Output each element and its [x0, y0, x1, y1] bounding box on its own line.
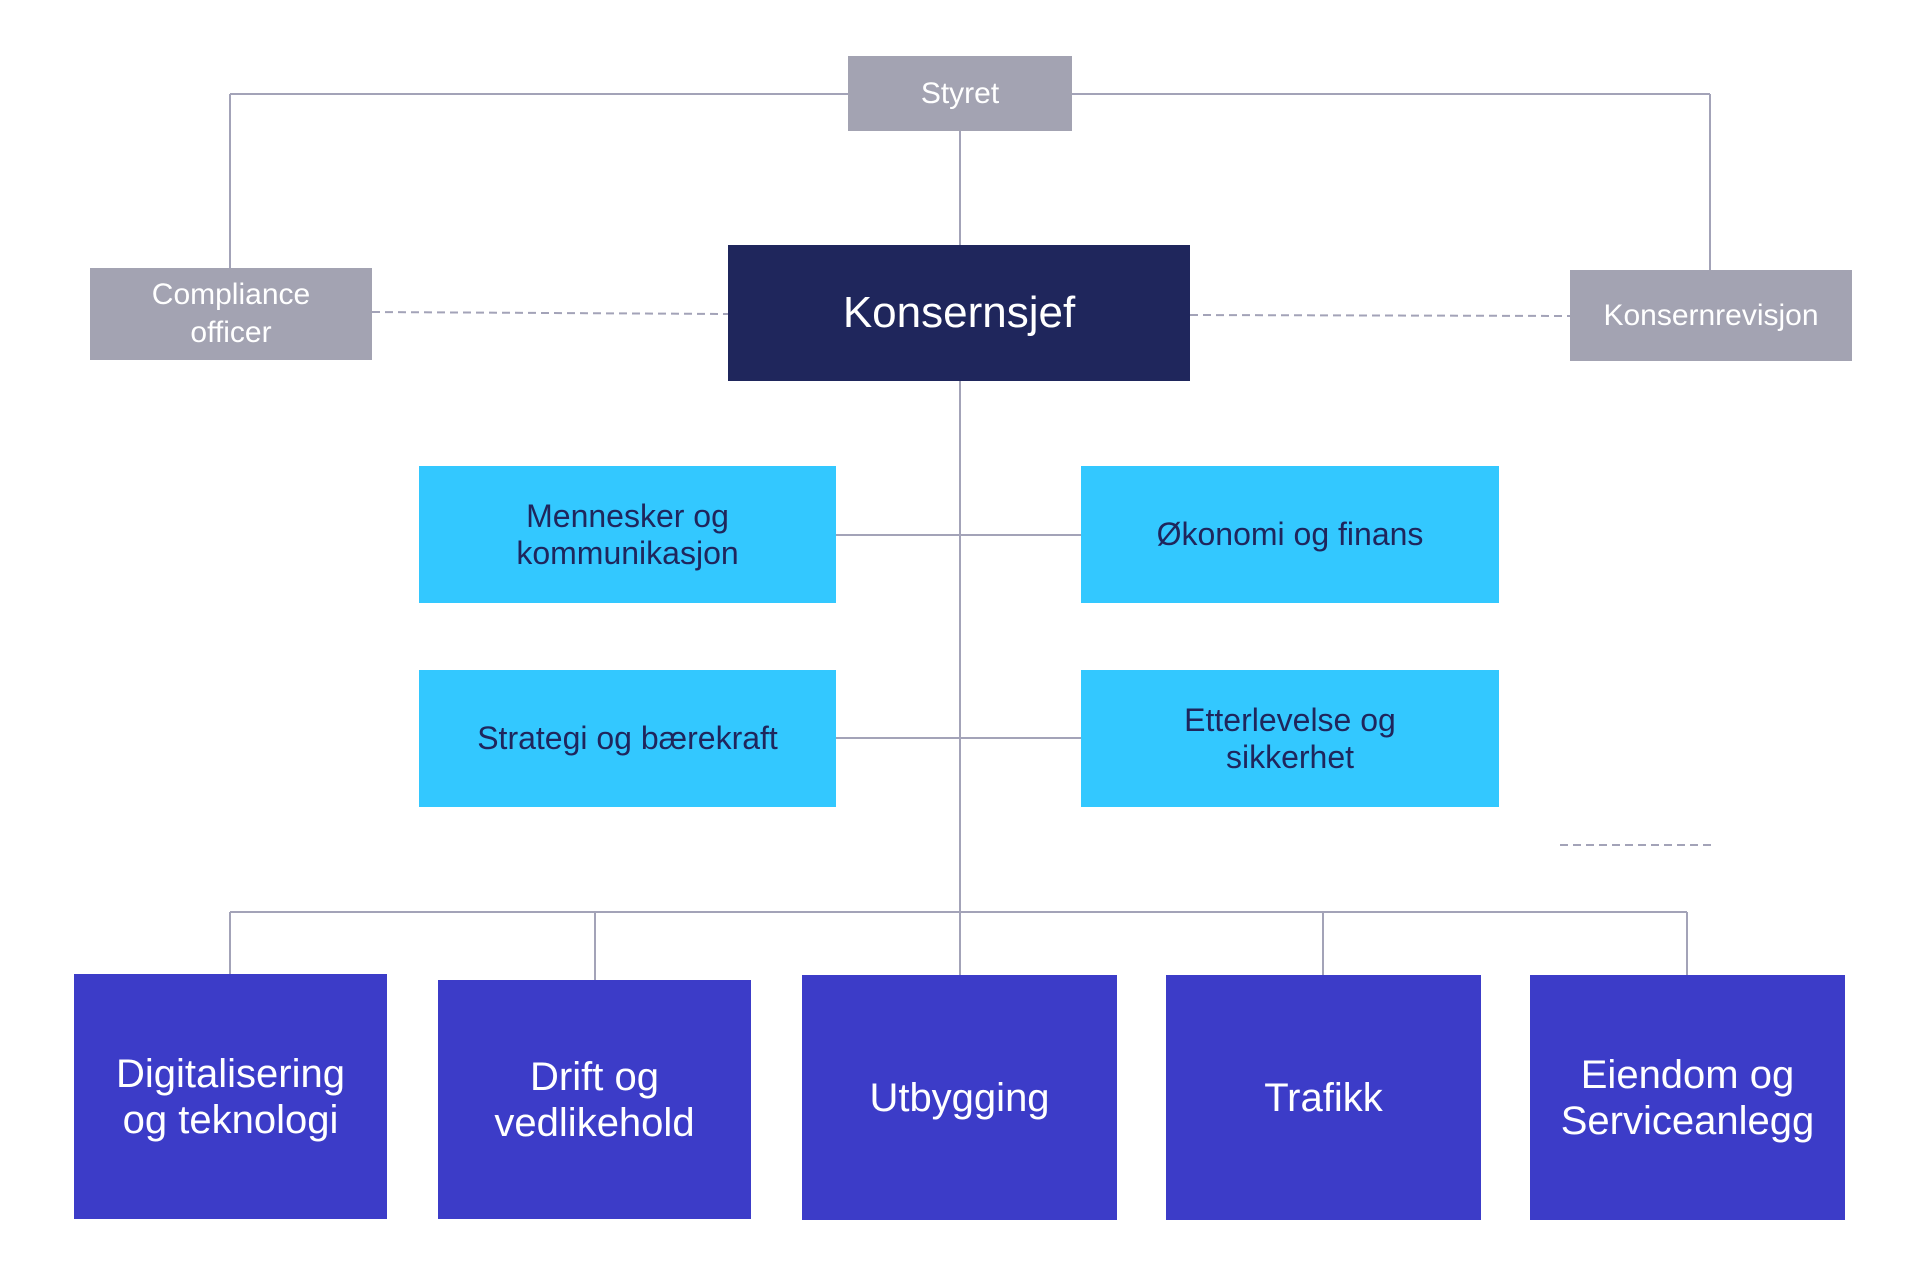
division-box-traffic: Trafikk — [1166, 975, 1481, 1220]
division-label: Digitalisering og teknologi — [116, 1051, 345, 1142]
staff-label: Mennesker og kommunikasjon — [516, 497, 739, 571]
staff-label: Etterlevelse og sikkerhet — [1184, 701, 1396, 775]
staff-label: Strategi og bærekraft — [477, 720, 778, 756]
compliance-dashed-line — [371, 311, 729, 315]
division-box-digitalization: Digitalisering og teknologi — [74, 974, 387, 1219]
board-label: Styret — [920, 76, 1000, 110]
division-label: Utbygging — [869, 1075, 1050, 1120]
staff-box-people-communication: Mennesker og kommunikasjon — [419, 466, 836, 603]
division-box-construction: Utbygging — [802, 975, 1117, 1220]
division-label: Drift og vedlikehold — [494, 1054, 695, 1145]
staff-label: Økonomi og finans — [1156, 516, 1424, 552]
ceo-label: Konsernsjef — [842, 288, 1076, 337]
audit-dashed-line — [1189, 314, 1571, 317]
group-audit-box: Konsernrevisjon — [1570, 270, 1852, 361]
staff-box-economy-finance: Økonomi og finans — [1081, 466, 1499, 603]
division-box-property-service: Eiendom og Serviceanlegg — [1530, 975, 1845, 1220]
staff-box-strategy-sustainability: Strategi og bærekraft — [419, 670, 836, 807]
division-label: Trafikk — [1264, 1075, 1383, 1120]
division-box-operations: Drift og vedlikehold — [438, 980, 751, 1219]
compliance-officer-box: Compliance officer — [90, 268, 372, 360]
group-audit-label: Konsernrevisjon — [1603, 298, 1819, 332]
staff-box-compliance-security: Etterlevelse og sikkerhet — [1081, 670, 1499, 807]
board-box: Styret — [848, 56, 1072, 131]
division-label: Eiendom og Serviceanlegg — [1560, 1052, 1815, 1143]
compliance-officer-label: Compliance officer — [151, 278, 311, 349]
ceo-box: Konsernsjef — [728, 245, 1190, 381]
